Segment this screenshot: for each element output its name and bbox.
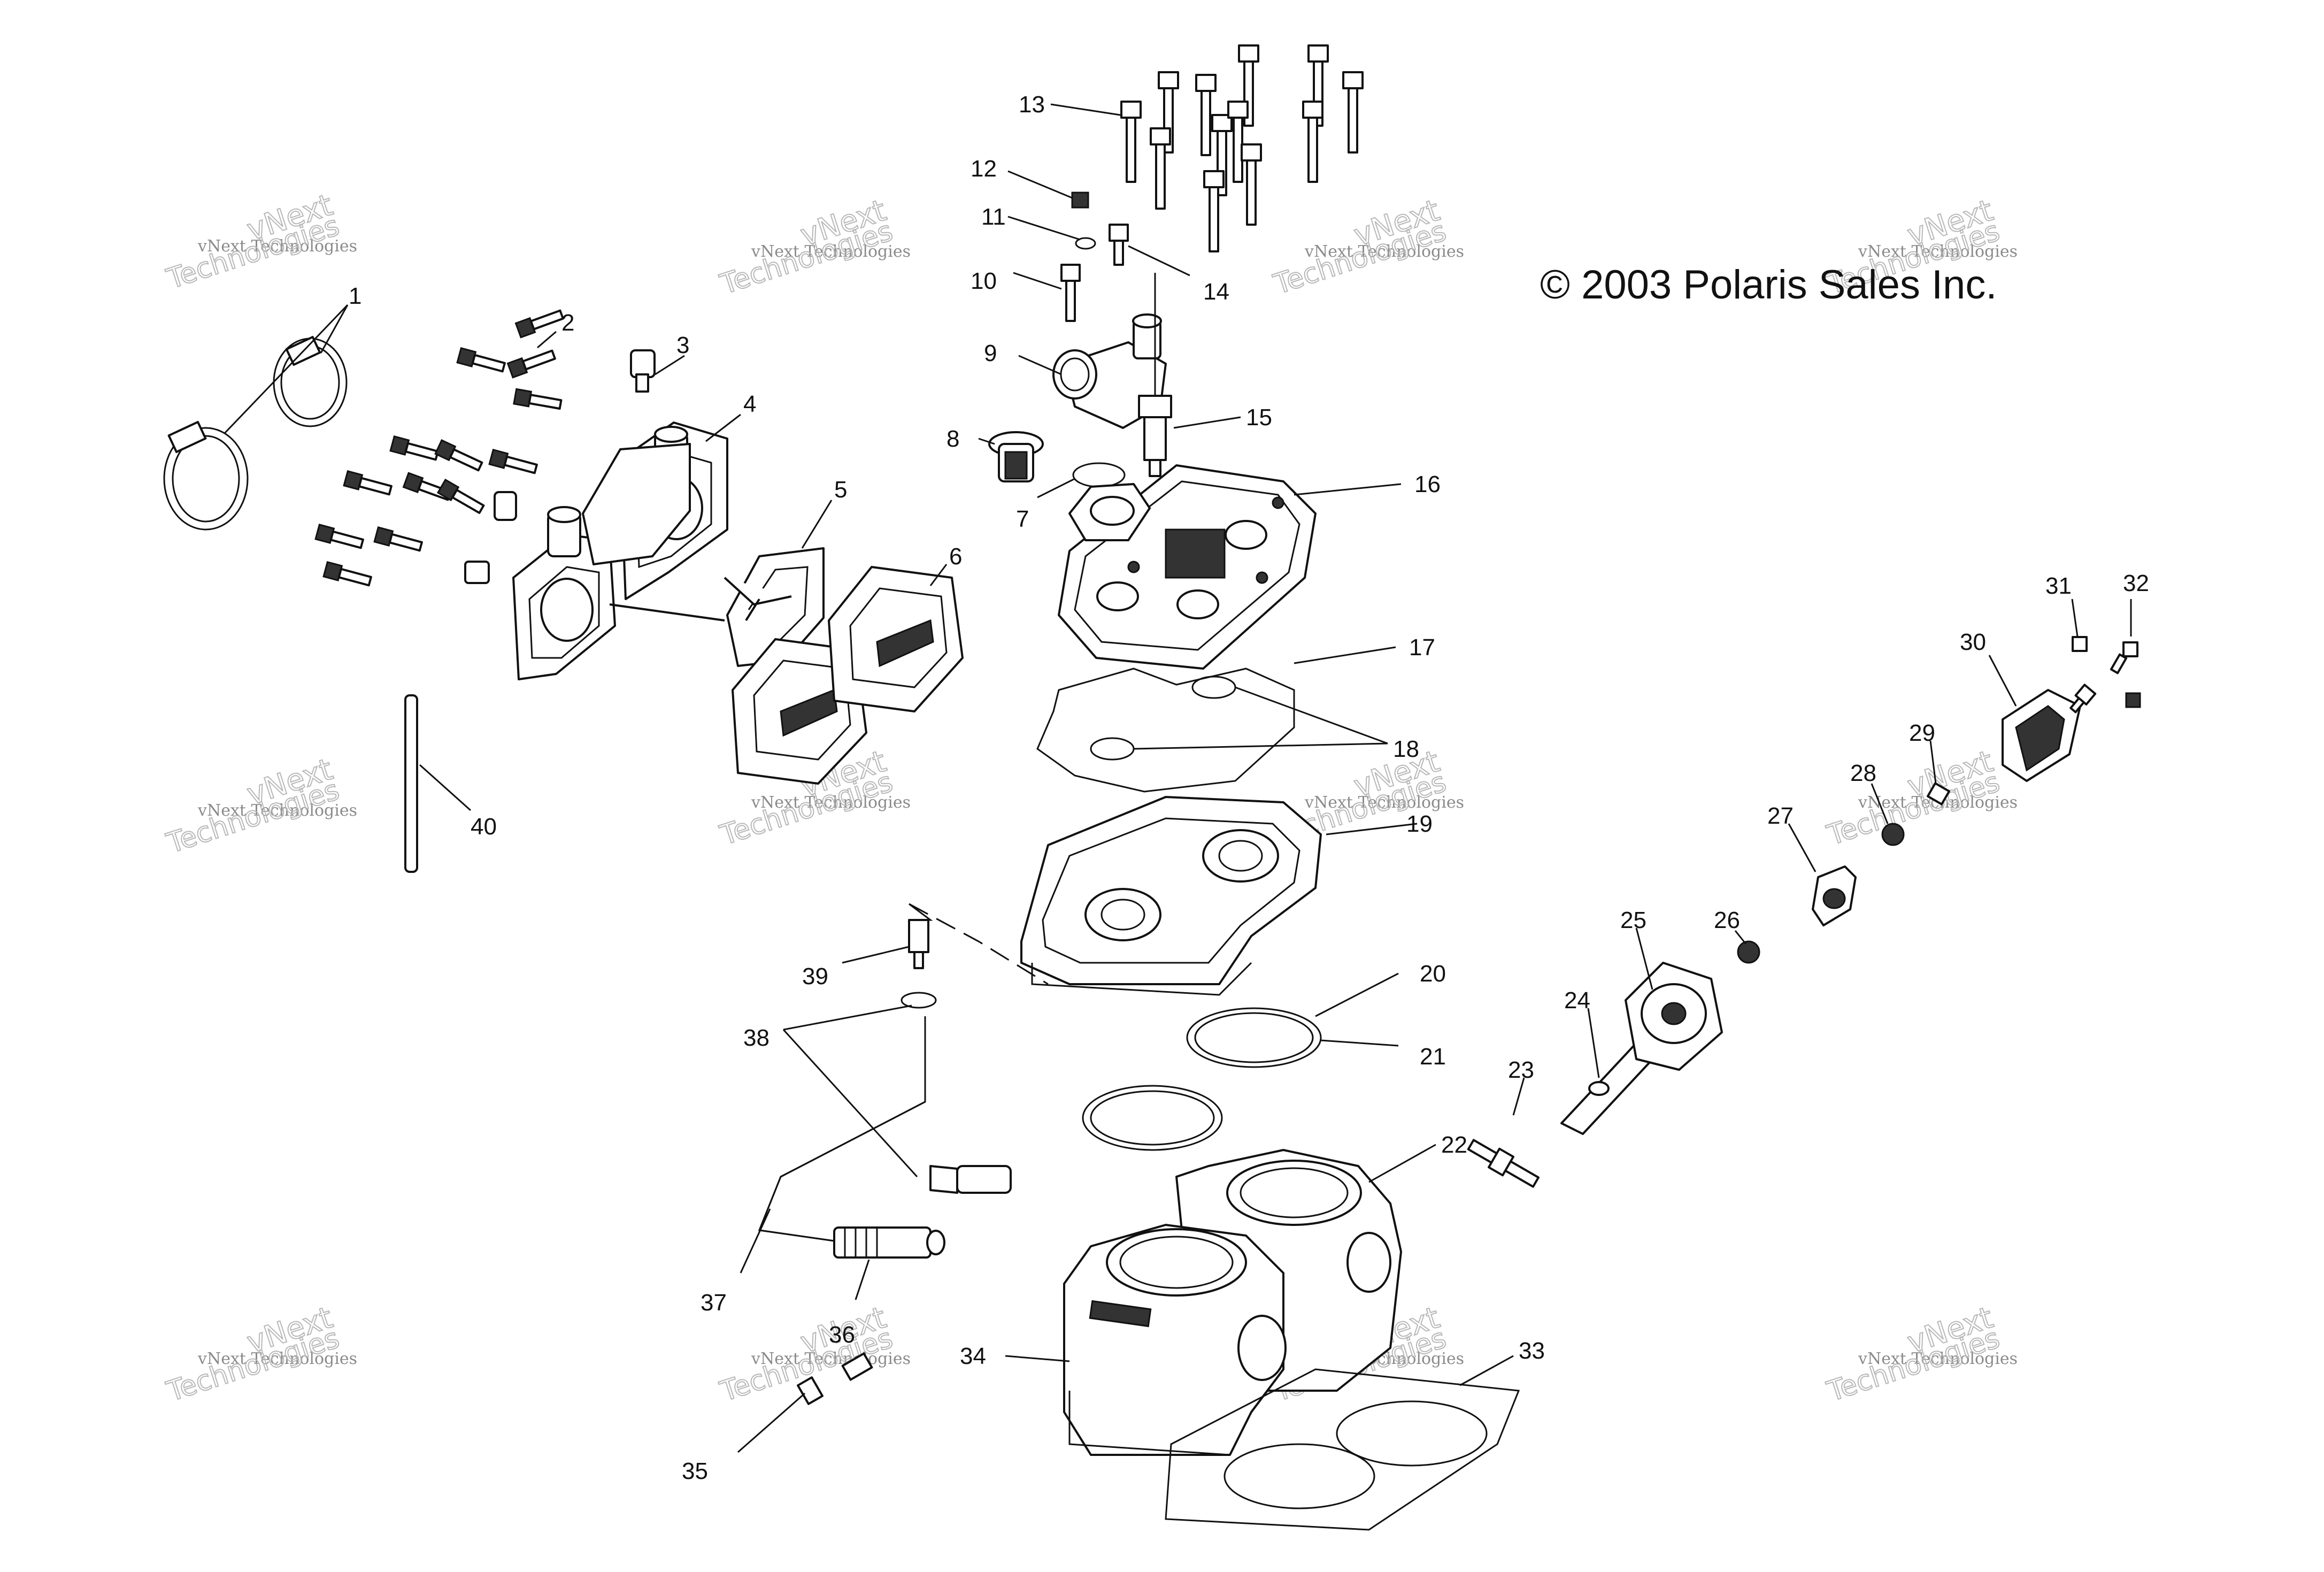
- svg-text:vNext Technologies: vNext Technologies: [1858, 242, 2018, 261]
- copyright-notice: © 2003 Polaris Sales Inc.: [1540, 262, 1997, 308]
- callout-20: 20: [1420, 961, 1446, 987]
- parts: [163, 44, 2141, 1531]
- callout-10: 10: [971, 268, 997, 294]
- part-bleeder: [797, 1352, 873, 1405]
- callout-35: 35: [682, 1458, 708, 1484]
- callout-7: 7: [1016, 506, 1029, 532]
- part-fitting-3: [464, 349, 656, 584]
- callout-32: 32: [2123, 570, 2149, 596]
- svg-text:vNext Technologies: vNext Technologies: [197, 237, 357, 256]
- callout-27: 27: [1767, 803, 1794, 829]
- callout-40: 40: [471, 814, 497, 840]
- part-pump-group: [1467, 636, 2141, 1188]
- callout-4: 4: [743, 391, 756, 417]
- watermark: vNext vNext Technologies Technologies: [1269, 193, 1464, 302]
- callout-8: 8: [946, 426, 959, 452]
- callout-22: 22: [1441, 1132, 1467, 1158]
- svg-text:vNext Technologies: vNext Technologies: [1304, 242, 1464, 261]
- callout-1: 1: [349, 283, 361, 309]
- callout-17: 17: [1409, 634, 1435, 661]
- callout-16: 16: [1414, 471, 1441, 497]
- callout-18: 18: [1393, 736, 1419, 762]
- part-head-cover: [1058, 464, 1317, 670]
- part-cylinders: [1063, 1149, 1402, 1456]
- part-gasket-21: [1082, 1085, 1223, 1151]
- callout-25: 25: [1620, 907, 1646, 933]
- part-cylinder-head: [1020, 796, 1322, 996]
- callout-36: 36: [829, 1322, 855, 1348]
- callout-11: 11: [981, 204, 1006, 230]
- callout-39: 39: [802, 963, 828, 990]
- part-hose-clamps: [163, 336, 348, 531]
- svg-text:vNext Technologies: vNext Technologies: [197, 1349, 357, 1368]
- callout-13: 13: [1019, 91, 1045, 118]
- callout-28: 28: [1850, 760, 1876, 786]
- part-gasket-20: [1186, 1007, 1322, 1068]
- part-gasket-21-inner: [1090, 1090, 1215, 1146]
- callout-30: 30: [1960, 629, 1986, 655]
- callout-6: 6: [949, 543, 962, 570]
- part-gasket-20-inner: [1194, 1012, 1314, 1063]
- part-reed-valves: [732, 566, 964, 785]
- callout-31: 31: [2045, 573, 2072, 599]
- callout-19: 19: [1406, 811, 1433, 837]
- callout-12: 12: [971, 156, 997, 182]
- watermark: vNext vNext Technologies Technologies: [163, 752, 357, 861]
- part-intake-boots: [609, 547, 825, 667]
- part-line-40: [404, 694, 418, 873]
- svg-text:vNext Technologies: vNext Technologies: [197, 801, 357, 820]
- callout-33: 33: [1519, 1338, 1545, 1364]
- callout-5: 5: [834, 477, 847, 503]
- part-small-hardware: [1060, 191, 1129, 322]
- callout-34: 34: [960, 1343, 986, 1369]
- callout-9: 9: [984, 340, 997, 366]
- svg-text:vNext Technologies: vNext Technologies: [1858, 1349, 2018, 1368]
- svg-text:vNext Technologies: vNext Technologies: [751, 793, 911, 812]
- callout-29: 29: [1909, 720, 1935, 746]
- part-base-gasket: [1165, 1368, 1520, 1531]
- callout-26: 26: [1714, 907, 1740, 933]
- callout-23: 23: [1508, 1057, 1534, 1083]
- callout-labels: 1 2 3 4 5 6 7 8 9 10 11 12 13 14 15 16 1…: [349, 91, 2149, 1484]
- leader-lines: [224, 103, 2132, 1453]
- watermark: vNext vNext Technologies Technologies: [716, 193, 911, 302]
- part-head-bolts: [1120, 44, 1364, 252]
- part-thermostat: [988, 431, 1044, 482]
- svg-text:vNext Technologies: vNext Technologies: [751, 1349, 911, 1368]
- part-bolts-left: [314, 309, 656, 587]
- callout-14: 14: [1203, 279, 1229, 305]
- part-water-hose: [758, 919, 1012, 1259]
- svg-text:vNext Technologies: vNext Technologies: [1304, 793, 1464, 812]
- part-o-ring: [1072, 462, 1126, 488]
- part-intake-boots-b: [582, 443, 691, 565]
- callout-15: 15: [1246, 404, 1272, 431]
- callout-37: 37: [701, 1290, 727, 1316]
- svg-text:vNext Technologies: vNext Technologies: [751, 242, 911, 261]
- callout-21: 21: [1420, 1044, 1446, 1070]
- callout-3: 3: [676, 332, 689, 358]
- part-temp-sensor: [1138, 273, 1172, 477]
- callout-24: 24: [1564, 987, 1590, 1014]
- part-head-gasket: [1036, 668, 1295, 793]
- callout-2: 2: [561, 310, 574, 336]
- callout-38: 38: [743, 1025, 769, 1051]
- watermark: vNext vNext Technologies Technologies: [163, 187, 357, 296]
- watermark: vNext vNext Technologies Technologies: [1823, 1300, 2018, 1409]
- watermark: vNext vNext Technologies Technologies: [163, 1300, 357, 1409]
